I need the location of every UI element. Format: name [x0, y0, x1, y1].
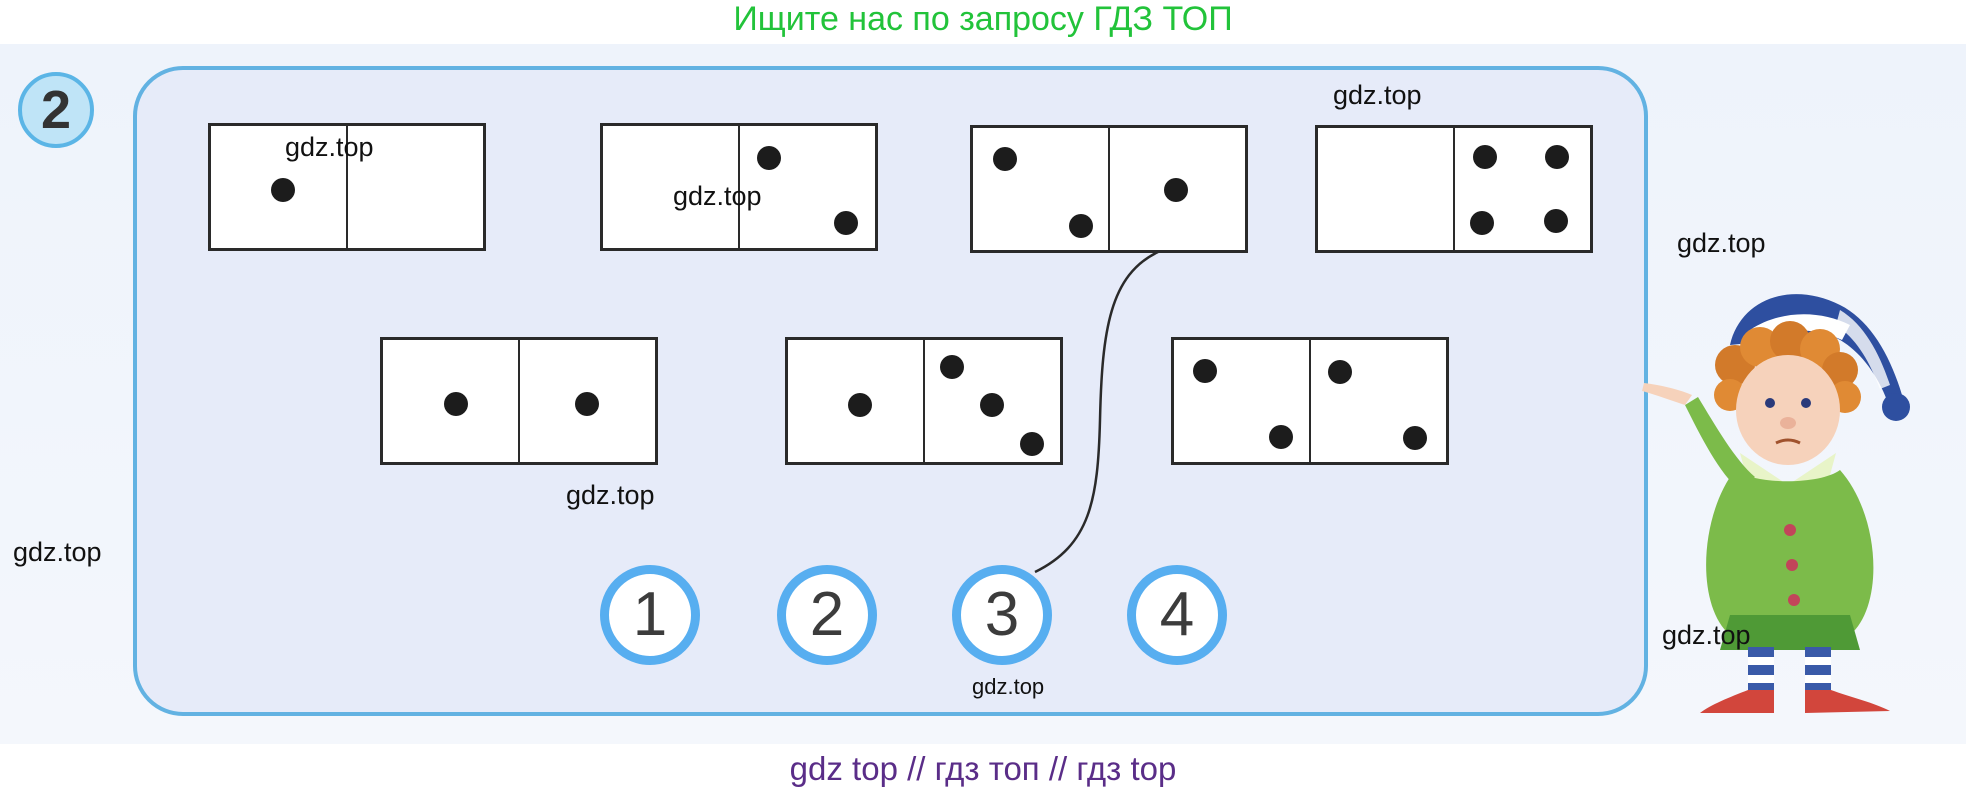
pip — [444, 392, 468, 416]
bottom-banner: gdz top // гдз топ // гдз top — [789, 750, 1177, 787]
pip — [757, 146, 781, 170]
domino-divider — [346, 126, 348, 248]
pip — [1470, 211, 1494, 235]
domino-divider — [1453, 128, 1455, 250]
pip — [575, 392, 599, 416]
domino-divider — [923, 340, 925, 462]
domino-divider — [738, 126, 740, 248]
top-banner: Ищите нас по запросу ГДЗ ТОП — [733, 0, 1233, 38]
domino-1 — [208, 123, 486, 251]
pip — [1069, 214, 1093, 238]
domino-6 — [785, 337, 1063, 465]
watermark: gdz.top — [566, 480, 655, 510]
domino-divider — [1108, 128, 1110, 250]
pip — [1544, 209, 1568, 233]
watermark: gdz.top — [285, 132, 374, 162]
pip — [1403, 426, 1427, 450]
pip — [1473, 145, 1497, 169]
gnome-illustration — [1642, 294, 1910, 713]
domino-5 — [380, 337, 658, 465]
answer-2-button[interactable]: 2 — [777, 565, 877, 665]
pip — [834, 211, 858, 235]
domino-divider — [1309, 340, 1311, 462]
pip — [848, 393, 872, 417]
domino-3[interactable] — [970, 125, 1248, 253]
pip — [1328, 360, 1352, 384]
task-number-badge: 2 — [18, 72, 94, 148]
watermark: gdz.top — [972, 674, 1045, 699]
answer-3-button[interactable]: 3 — [952, 565, 1052, 665]
domino-7 — [1171, 337, 1449, 465]
watermark: gdz.top — [1677, 228, 1766, 258]
pip — [1545, 145, 1569, 169]
watermark: gdz.top — [1333, 80, 1422, 110]
domino-2 — [600, 123, 878, 251]
pip — [993, 147, 1017, 171]
pip — [980, 393, 1004, 417]
domino-divider — [518, 340, 520, 462]
pip — [940, 355, 964, 379]
domino-4 — [1315, 125, 1593, 253]
answer-4-button[interactable]: 4 — [1127, 565, 1227, 665]
pip — [1164, 178, 1188, 202]
answer-1-button[interactable]: 1 — [600, 565, 700, 665]
pip — [1020, 432, 1044, 456]
pip — [271, 178, 295, 202]
pip — [1269, 425, 1293, 449]
watermark: gdz.top — [13, 537, 102, 567]
watermark: gdz.top — [1662, 620, 1751, 650]
pip — [1193, 359, 1217, 383]
watermark: gdz.top — [673, 181, 762, 211]
